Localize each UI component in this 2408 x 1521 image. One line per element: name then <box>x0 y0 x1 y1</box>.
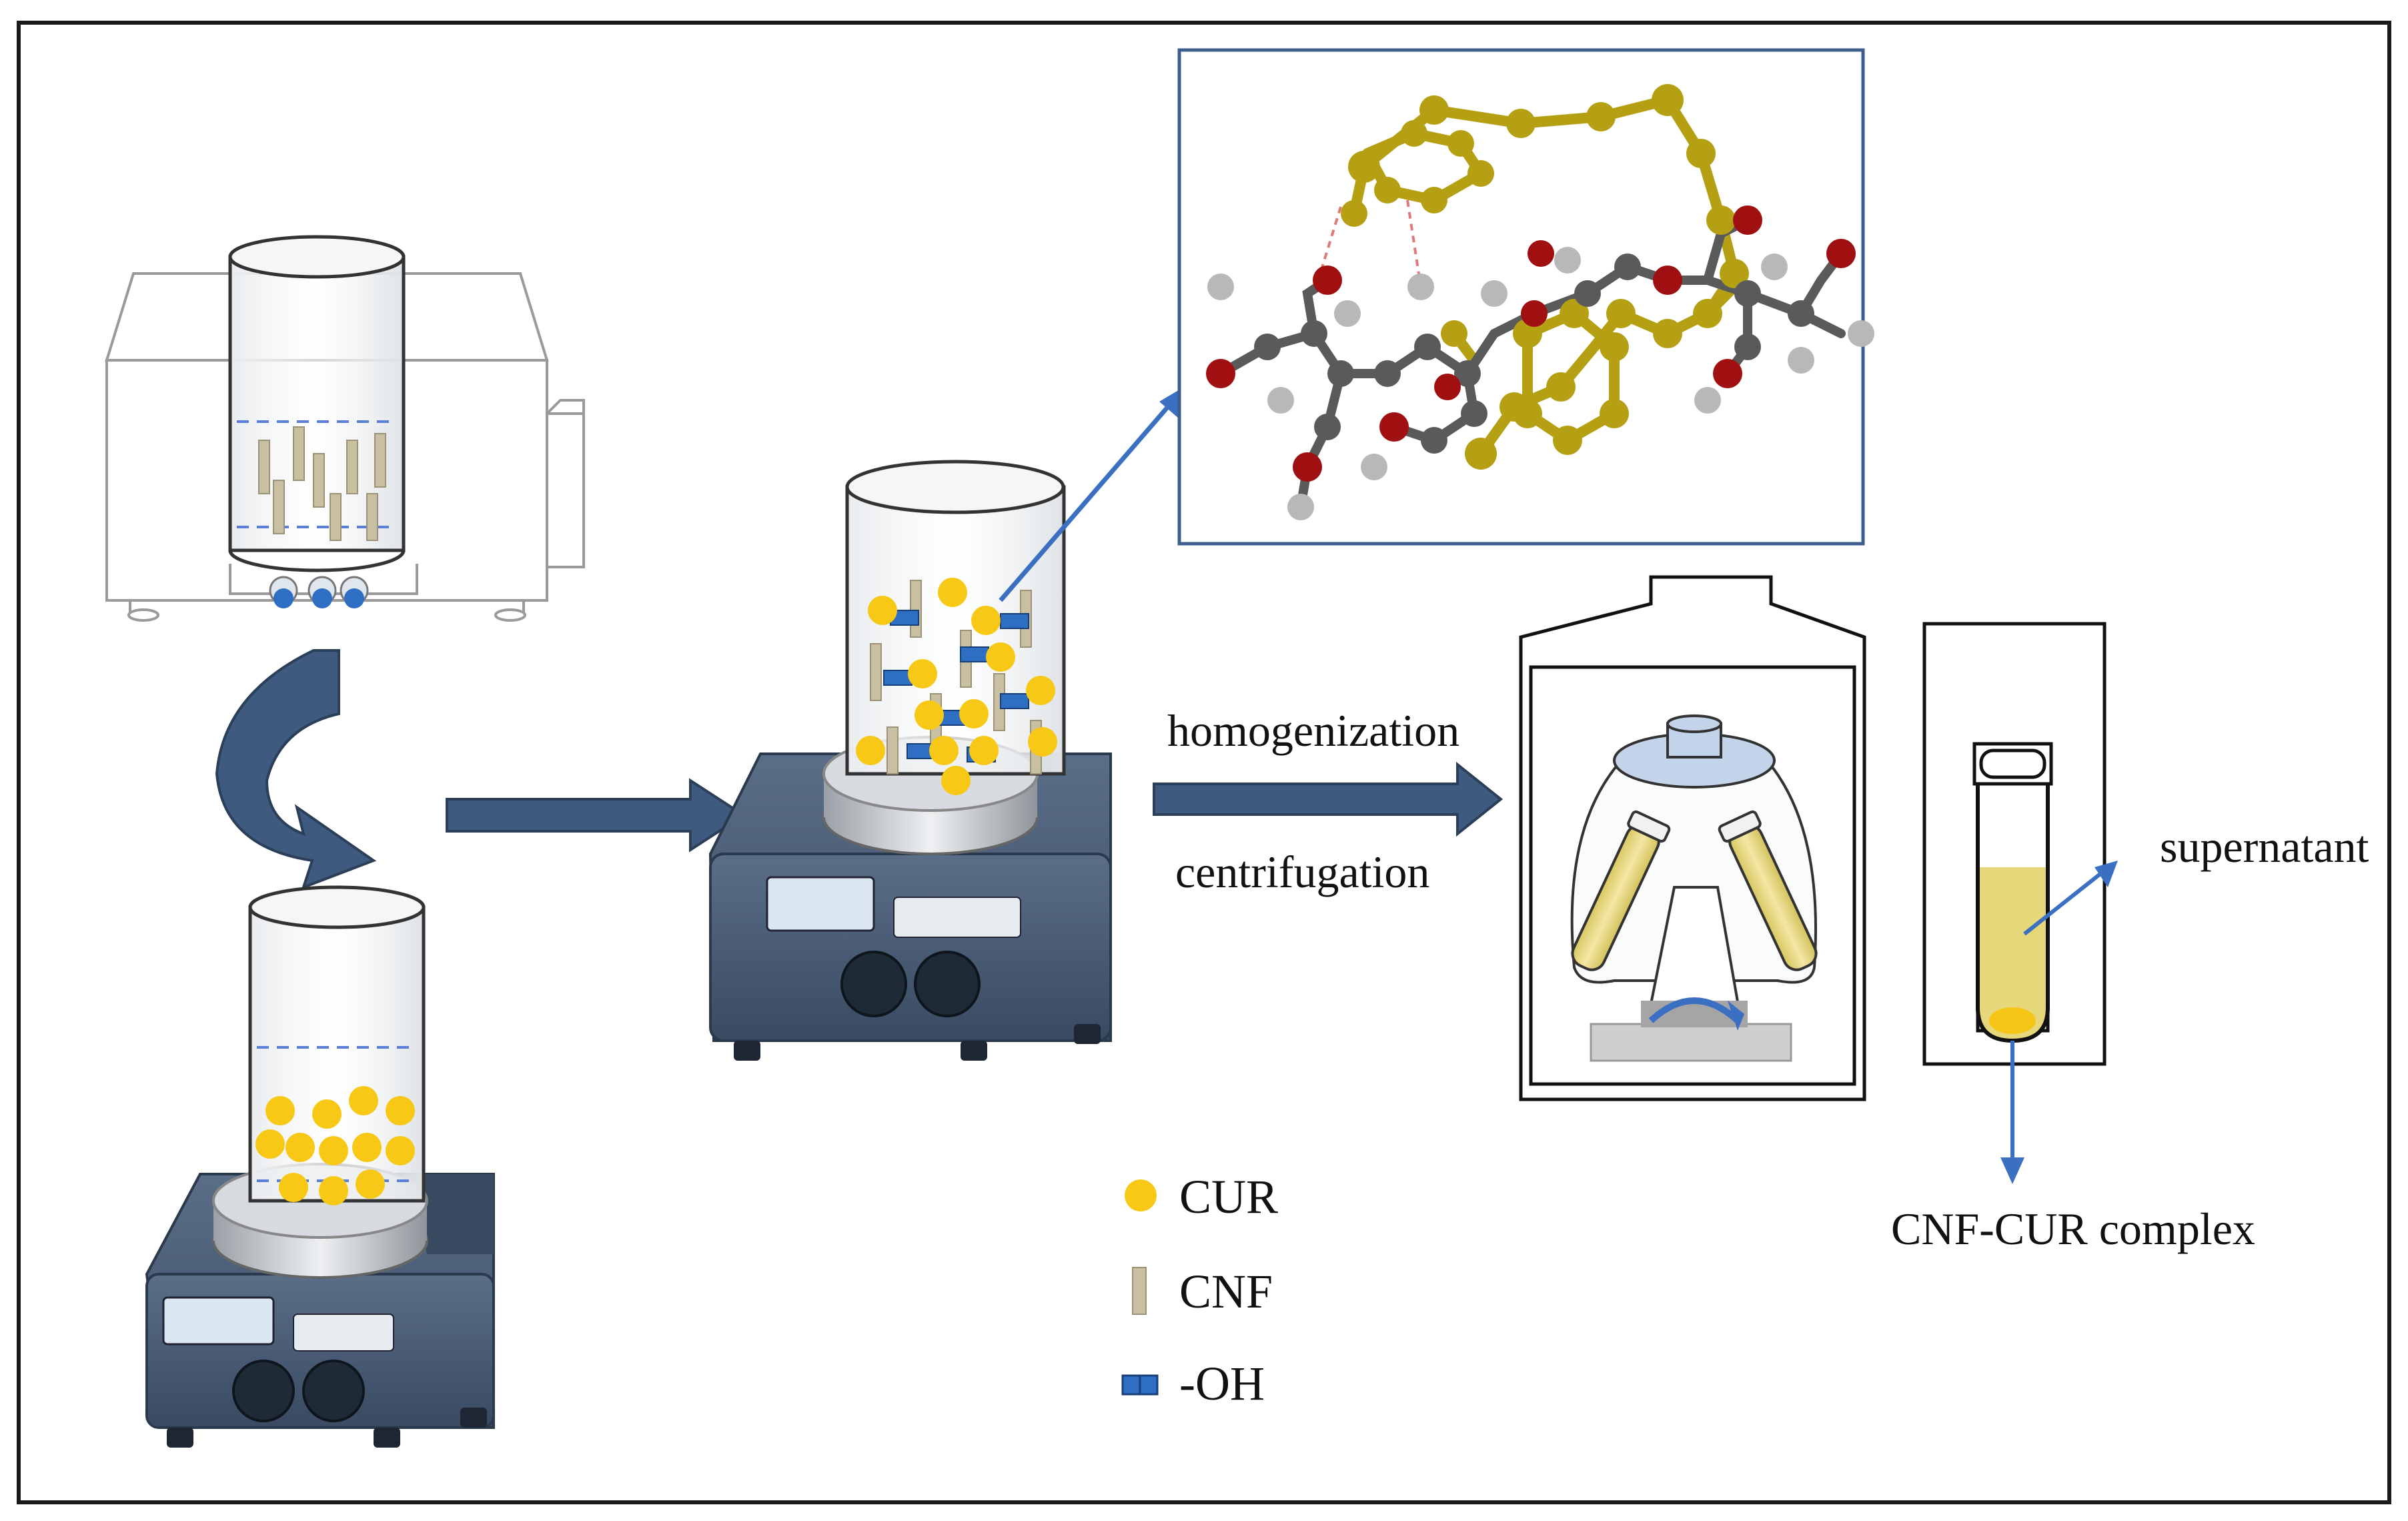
arrow-to-centrifuge <box>1153 761 1503 837</box>
bath-cnf-rods <box>258 426 386 541</box>
stirrer-2-oh-groups <box>883 610 1029 763</box>
stirrer-2 <box>708 736 1112 1061</box>
centrifuge <box>1519 575 1866 1101</box>
legend-cnf-label: CNF <box>1179 1265 1273 1318</box>
supernatant-label: supernatant <box>2160 821 2369 872</box>
legend-oh-label: -OH <box>1179 1357 1265 1410</box>
legend-cur-label: CUR <box>1179 1170 1278 1223</box>
stirrer-1-cur-particles <box>255 1086 415 1205</box>
bath-knobs <box>269 576 369 608</box>
stirrer-1-knob-left[interactable] <box>232 1360 295 1422</box>
stirrer-1-knob-right[interactable] <box>302 1360 365 1422</box>
stirrer-2-cur-particles <box>856 578 1057 795</box>
stirrer-2-knob-right[interactable] <box>914 951 981 1017</box>
stirrer-2-knob-left[interactable] <box>840 951 907 1017</box>
homogenization-label: homogenization <box>1167 705 1459 756</box>
stirrer-1 <box>145 1163 495 1448</box>
legend: CUR CNF -OH <box>1121 1170 1278 1410</box>
supernatant-pointer <box>2023 861 2118 936</box>
centrifuge-tube-right <box>1718 810 1818 971</box>
centrifuge-tube-left <box>1571 810 1671 971</box>
arrow-to-stirrer-2 <box>446 778 746 853</box>
complex-pointer <box>2000 1041 2024 1184</box>
legend-cnf-symbol <box>1132 1267 1147 1315</box>
result-tube <box>1972 742 2053 1043</box>
curved-down-arrow <box>215 649 377 890</box>
centrifugation-label: centrifugation <box>1175 847 1429 897</box>
stirrer-2-display <box>766 876 875 932</box>
centrifuge-rotor <box>1570 714 1817 1062</box>
molecular-structure <box>1206 84 1874 520</box>
legend-cur-symbol <box>1125 1179 1157 1211</box>
complex-label: CNF-CUR complex <box>1891 1203 2255 1254</box>
stirrer-1-display <box>162 1296 275 1346</box>
